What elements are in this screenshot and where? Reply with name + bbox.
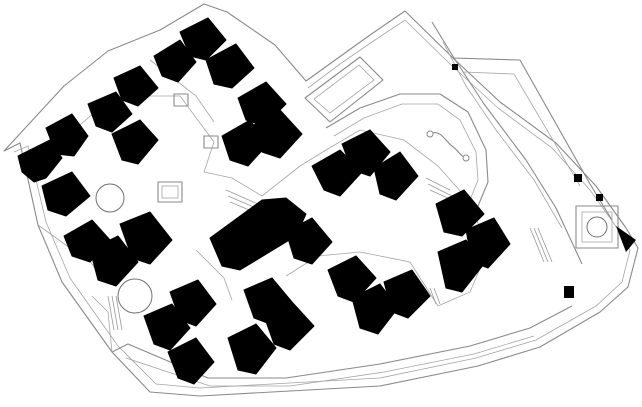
marker-square xyxy=(574,174,582,182)
building xyxy=(263,301,315,351)
building xyxy=(45,113,89,157)
round-plaza-icon xyxy=(95,183,125,213)
building xyxy=(17,139,63,183)
building xyxy=(373,151,419,201)
building xyxy=(167,337,215,385)
building xyxy=(153,39,197,83)
building xyxy=(285,217,333,265)
round-plaza-icon xyxy=(117,278,153,314)
marker-triangle xyxy=(616,226,636,252)
building xyxy=(87,91,133,133)
hatched-crossings xyxy=(107,177,553,331)
marker-square xyxy=(596,194,603,201)
building xyxy=(435,189,485,237)
buildings xyxy=(17,17,511,385)
square-pavilion-icon xyxy=(575,205,619,249)
building xyxy=(119,211,173,265)
building xyxy=(251,109,303,159)
building xyxy=(111,119,159,165)
building xyxy=(89,235,139,287)
marker-square xyxy=(452,64,458,70)
building xyxy=(205,43,255,89)
building xyxy=(383,269,431,319)
marker-square xyxy=(564,286,574,298)
building xyxy=(179,17,227,61)
building xyxy=(437,239,485,293)
building xyxy=(169,279,217,327)
building xyxy=(327,255,377,303)
building xyxy=(41,171,91,217)
winding-path-icon xyxy=(426,130,470,162)
building xyxy=(227,323,277,375)
building xyxy=(113,65,159,107)
building xyxy=(351,283,399,335)
